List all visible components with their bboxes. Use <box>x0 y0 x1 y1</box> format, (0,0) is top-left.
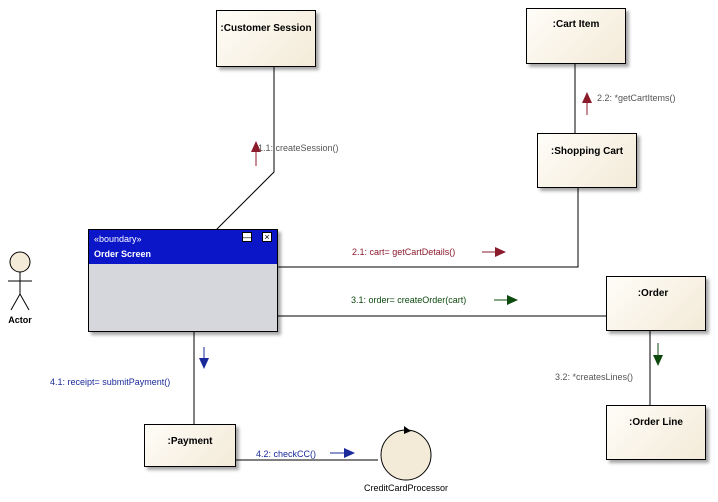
arrow-getcartitems <box>582 92 592 115</box>
message-create-session: 1.1: createSession() <box>258 143 339 153</box>
order-line-object[interactable]: :Order Line <box>606 405 706 460</box>
shopping-cart-label: :Shopping Cart <box>550 146 624 157</box>
order-line-label: :Order Line <box>629 417 683 428</box>
link-screen-shoppingcart <box>278 188 579 268</box>
order-screen-boundary[interactable]: «boundary» Order Screen — × <box>88 229 278 332</box>
close-icon[interactable]: × <box>262 232 272 242</box>
boundary-header: «boundary» Order Screen — × <box>89 230 277 264</box>
arrow-createslines <box>653 343 663 366</box>
message-check-cc: 4.2: checkCC() <box>256 449 317 459</box>
link-session-screen <box>215 67 275 231</box>
minimize-icon[interactable]: — <box>242 232 252 242</box>
boundary-stereotype: «boundary» <box>94 234 142 244</box>
interface-circle <box>380 426 432 481</box>
arrow-createsession <box>251 141 261 166</box>
arrow-createorder <box>494 295 518 305</box>
actor-figure <box>8 251 32 311</box>
arrow-submitpayment <box>199 347 209 369</box>
message-creates-lines: 3.2: *createsLines() <box>555 372 634 382</box>
payment-object[interactable]: :Payment <box>144 424 236 467</box>
customer-session-label: :Customer Session <box>220 23 312 34</box>
cart-item-object[interactable]: :Cart Item <box>526 8 626 64</box>
order-label: :Order <box>637 288 669 299</box>
boundary-name: Order Screen <box>94 249 152 259</box>
order-object[interactable]: :Order <box>606 276 706 331</box>
customer-session-object[interactable]: :Customer Session <box>216 10 316 67</box>
actor-label: Actor <box>8 315 32 325</box>
message-get-cart-details: 2.1: cart= getCartDetails() <box>352 247 456 257</box>
arrow-getcartdetails <box>482 247 506 257</box>
interface-label: CreditCardProcessor <box>363 483 449 493</box>
cart-item-label: :Cart Item <box>552 19 600 30</box>
message-submit-payment: 4.1: receipt= submitPayment() <box>50 377 171 387</box>
shopping-cart-object[interactable]: :Shopping Cart <box>537 133 637 188</box>
message-get-cart-items: 2.2: *getCartItems() <box>597 93 676 103</box>
payment-label: :Payment <box>167 436 213 447</box>
arrow-checkcc <box>330 448 355 458</box>
message-create-order: 3.1: order= createOrder(cart) <box>351 295 467 305</box>
